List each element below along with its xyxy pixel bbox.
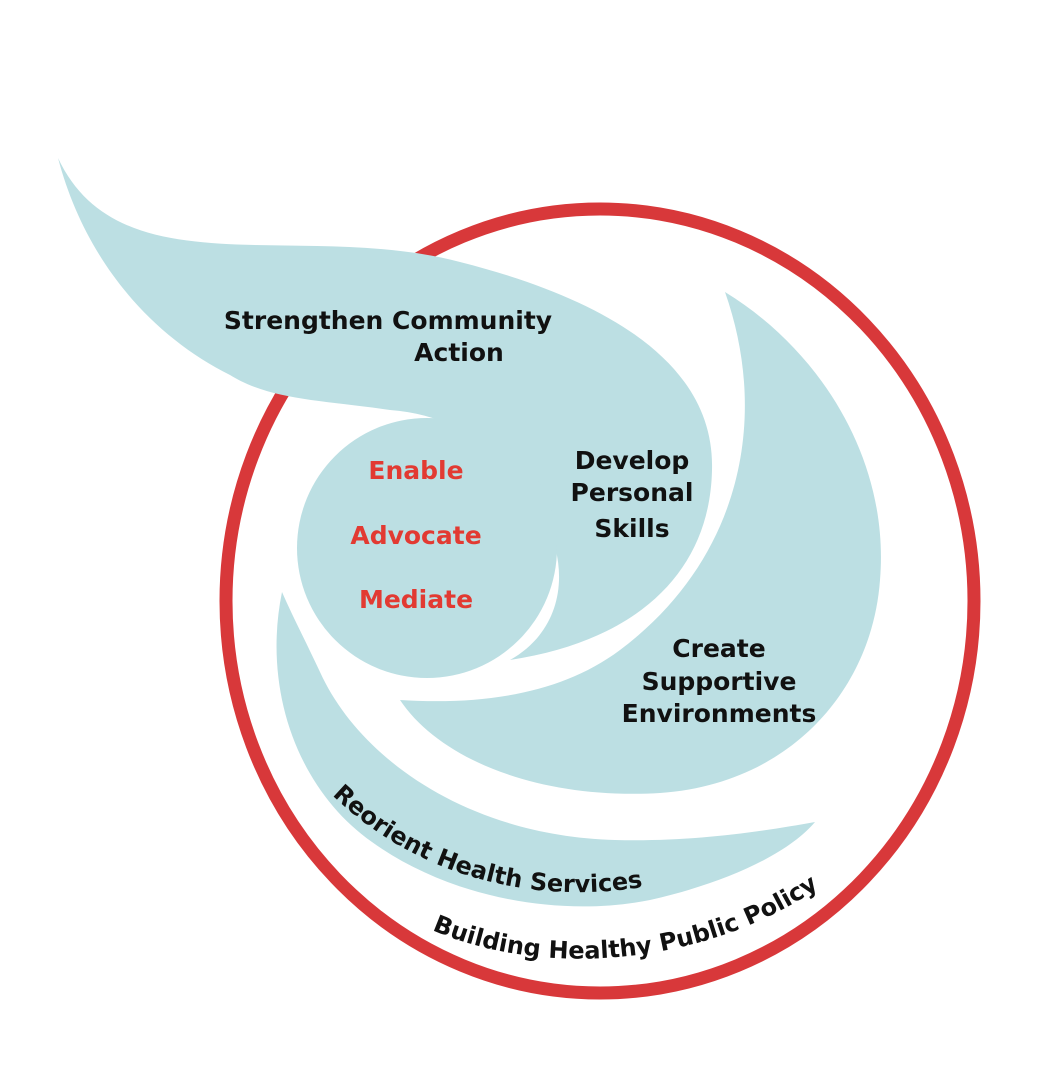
develop-personal-skills-line3: Skills bbox=[594, 514, 669, 543]
center-item-advocate: Advocate bbox=[350, 521, 481, 550]
strengthen-community-action-line2: Action bbox=[414, 338, 504, 367]
create-supportive-environments-line1: Create bbox=[672, 634, 765, 663]
swirl-crescent-supportive-environments bbox=[400, 292, 881, 794]
outer-ring bbox=[219, 202, 981, 1000]
center-circle bbox=[297, 418, 557, 678]
develop-personal-skills-line2: Personal bbox=[571, 478, 694, 507]
swirl-tail-strengthen-community-action bbox=[58, 158, 713, 660]
swirl-lower-health-services bbox=[276, 592, 816, 907]
center-item-mediate: Mediate bbox=[359, 585, 473, 614]
strengthen-community-action-line1: Strengthen Community bbox=[224, 306, 552, 335]
create-supportive-environments-line3: Environments bbox=[622, 699, 817, 728]
develop-personal-skills-line1: Develop bbox=[575, 446, 690, 475]
create-supportive-environments-line2: Supportive bbox=[642, 667, 797, 696]
center-item-enable: Enable bbox=[368, 456, 463, 485]
